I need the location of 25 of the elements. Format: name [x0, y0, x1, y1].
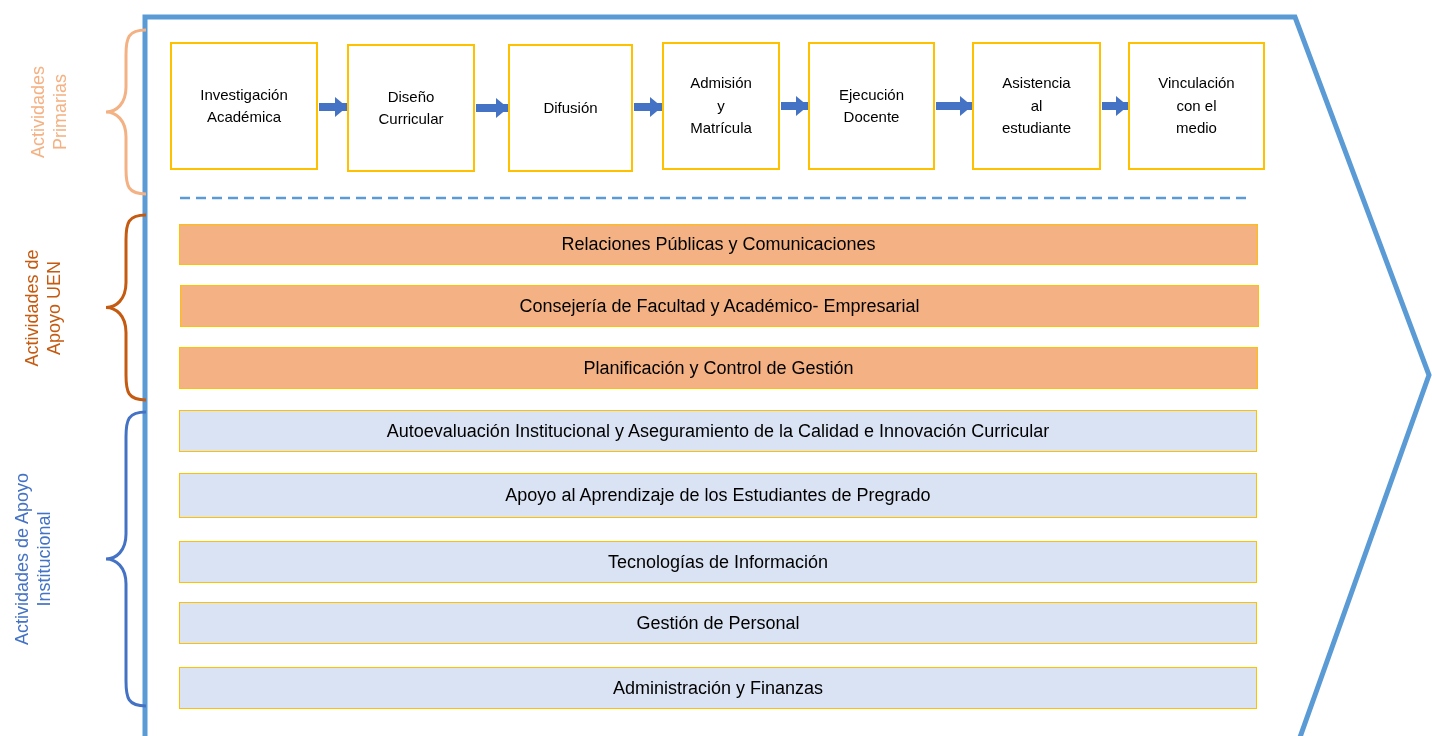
block-arrow — [634, 97, 662, 117]
process-box: Diseño Curricular — [347, 44, 475, 172]
process-box: Asistencia al estudiante — [972, 42, 1101, 170]
activity-bar: Tecnologías de Información — [179, 541, 1257, 583]
chevron-outline — [143, 15, 1432, 736]
activity-bar: Relaciones Públicas y Comunicaciones — [179, 224, 1258, 265]
activity-bar: Apoyo al Aprendizaje de los Estudiantes de Pregrado — [179, 473, 1257, 518]
block-arrow — [319, 97, 347, 117]
section-label: Actividades de Apoyo Institucional — [12, 471, 55, 648]
section-label: Actividades Primarias — [28, 64, 71, 161]
activity-bar: Administración y Finanzas — [179, 667, 1257, 709]
activity-bar: Autoevaluación Institucional y Aseguramiento de la Calidad e Innovación Curricular — [179, 410, 1257, 452]
block-arrow — [476, 98, 508, 118]
process-box: Difusión — [508, 44, 633, 172]
block-arrow — [936, 96, 972, 116]
process-box: Admisión y Matrícula — [662, 42, 780, 170]
block-arrow — [1102, 96, 1128, 116]
activity-bar: Planificación y Control de Gestión — [179, 347, 1258, 389]
block-arrow — [781, 96, 808, 116]
activity-bar: Gestión de Personal — [179, 602, 1257, 644]
process-box: Ejecución Docente — [808, 42, 935, 170]
section-label: Actividades de Apoyo UEN — [22, 247, 65, 369]
process-box: Investigación Académica — [170, 42, 318, 170]
process-box: Vinculación con el medio — [1128, 42, 1265, 170]
activity-bar: Consejería de Facultad y Académico- Empresarial — [180, 285, 1259, 327]
